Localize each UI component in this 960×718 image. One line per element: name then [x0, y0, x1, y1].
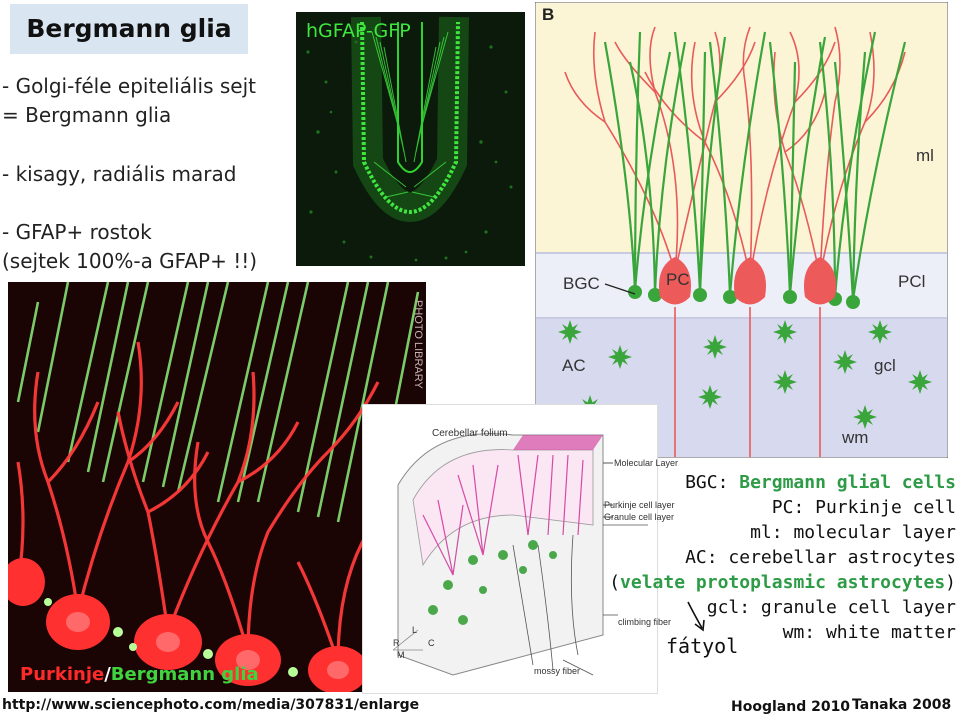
folium-label-climbing: climbing fiber — [618, 617, 672, 627]
layer-label-pcl: PCl — [898, 272, 926, 291]
caption-slash: / — [104, 664, 111, 685]
gfp-micrograph — [296, 12, 525, 266]
fatyol-label: fátyol — [666, 634, 739, 658]
legend-wm: wm: white matter — [782, 622, 956, 643]
source-url: http://www.sciencephoto.com/media/307831… — [2, 697, 420, 713]
confocal-caption: Purkinje/Bergmann glia — [20, 664, 259, 685]
legend-ml: ml: molecular layer — [750, 522, 956, 543]
folium-label-molecular: Molecular Layer — [614, 458, 679, 468]
slide-title: Bergmann glia — [26, 14, 232, 43]
folium-label-purkinje: Purkinje cell layer — [604, 500, 675, 510]
folium-label-granule: Granule cell layer — [604, 512, 675, 522]
layer-label-ml: ml — [916, 146, 934, 165]
abbreviation-legend: BGC: Bergmann glial cells PC: Purkinje c… — [609, 470, 956, 645]
credit-hoogland: Hoogland 2010 — [731, 699, 851, 715]
legend-bgc: BGC: Bergmann glial cells — [685, 472, 956, 493]
legend-pc: PC: Purkinje cell — [771, 497, 956, 518]
bullet-gfap: - GFAP+ rostok — [2, 220, 152, 244]
bullet-bergmann: = Bergmann glia — [2, 103, 172, 127]
bullet-kisagy: - kisagy, radiális marad — [2, 162, 237, 186]
folium-title: Cerebellar folium — [432, 428, 508, 439]
folium-axis-l: L — [412, 625, 418, 635]
fatyol-arrow-icon — [687, 601, 705, 632]
bergmann-schematic — [535, 2, 948, 458]
gfp-label: hGFAP-GFP — [306, 20, 411, 42]
cell-label-ac: AC — [562, 356, 586, 375]
layer-label-gcl: gcl — [874, 356, 896, 375]
title-box: Bergmann glia — [10, 4, 248, 54]
confocal-micrograph — [8, 282, 426, 692]
watermark: PHOTO LIBRARY — [412, 300, 424, 389]
panel-letter: B — [542, 5, 555, 24]
bullet-sejtek: (sejtek 100%-a GFAP+ !!) — [2, 249, 258, 273]
cell-label-pc: PC — [666, 270, 690, 289]
legend-velate: (velate protoplasmic astrocytes) — [609, 572, 956, 593]
folium-label-mossy: mossy fiber — [534, 666, 581, 676]
cell-label-bgc: BGC — [563, 274, 600, 293]
folium-drawing — [362, 404, 658, 694]
folium-axis-r: R — [393, 638, 400, 648]
folium-axis-c: C — [428, 638, 435, 648]
bullet-golgi: - Golgi-féle epiteliális sejt — [2, 74, 256, 98]
legend-ac: AC: cerebellar astrocytes — [685, 547, 956, 568]
caption-purkinje: Purkinje — [20, 664, 105, 685]
folium-axis-m: M — [397, 650, 405, 660]
layer-label-wm: wm — [842, 428, 869, 447]
credit-tanaka: Tanaka 2008 — [852, 697, 952, 713]
caption-bergmann: Bergmann glia — [110, 664, 259, 685]
legend-gcl: gcl: granule cell layer — [706, 597, 956, 618]
